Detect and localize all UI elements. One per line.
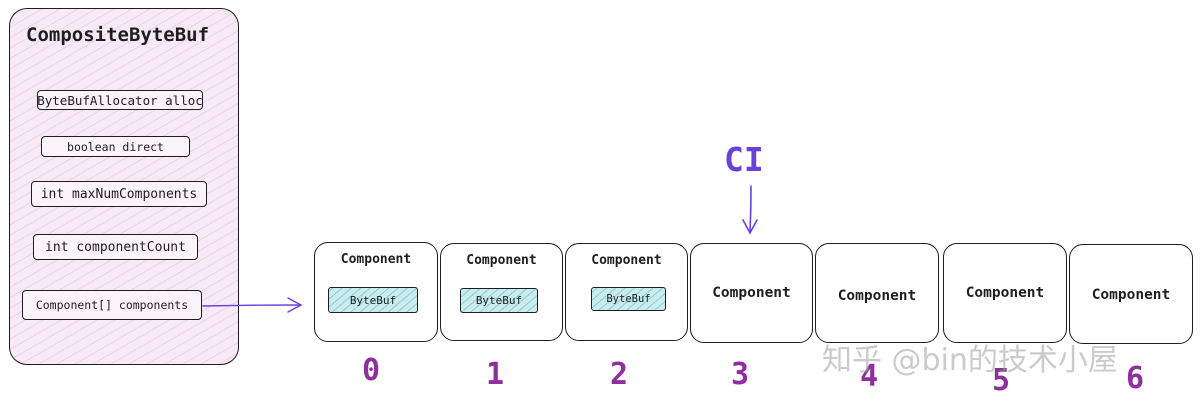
bytebuf-2: ByteBuf <box>591 287 666 311</box>
component-label-6: Component <box>1091 287 1171 303</box>
field-max-num-components: int maxNumComponents <box>31 181 207 207</box>
component-label-2: Component <box>591 253 662 268</box>
component-box-5: Component <box>943 243 1067 343</box>
component-box-3: Component <box>690 243 813 343</box>
watermark: 知乎 @bin的技术小屋 <box>822 343 1118 378</box>
index-3: 3 <box>730 357 750 392</box>
field-components: Component[] components <box>22 290 202 320</box>
index-6: 6 <box>1125 361 1145 396</box>
ci-label: CI <box>724 140 764 179</box>
bytebuf-0: ByteBuf <box>328 287 418 313</box>
index-1: 1 <box>485 357 505 392</box>
index-2: 2 <box>609 357 629 392</box>
index-0: 0 <box>361 353 381 388</box>
component-label-4: Component <box>837 288 917 304</box>
component-box-4: Component <box>815 243 939 343</box>
field-direct: boolean direct <box>41 136 190 157</box>
ci-arrow <box>742 185 758 235</box>
component-label-5: Component <box>965 285 1045 301</box>
bytebuf-1: ByteBuf <box>460 288 538 313</box>
index-4: 4 <box>859 359 879 394</box>
component-label-1: Component <box>466 253 537 268</box>
index-5: 5 <box>991 363 1011 398</box>
field-alloc: ByteBufAllocator alloc <box>37 90 203 110</box>
components-arrow <box>202 297 303 313</box>
component-box-6: Component <box>1069 244 1193 344</box>
component-label-3: Component <box>712 285 791 301</box>
field-component-count: int componentCount <box>33 234 198 260</box>
component-label-0: Component <box>340 252 412 267</box>
class-title: CompositeByteBuf <box>26 24 210 46</box>
